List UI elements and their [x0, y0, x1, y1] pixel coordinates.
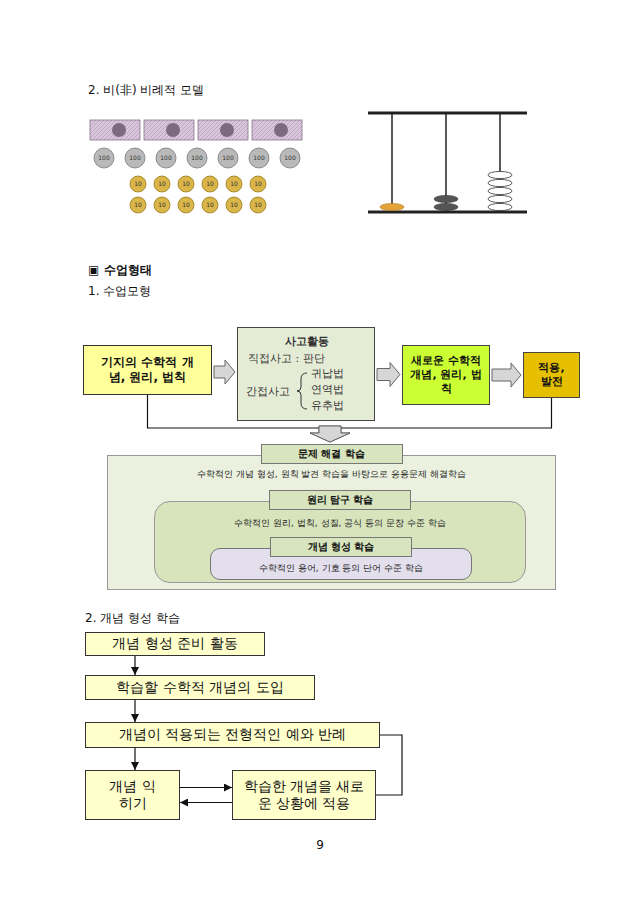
thinking-box: 사고활동직접사고 : 판단간접사고 귀납법연역법유추법: [237, 327, 375, 421]
section-heading: ▣ 수업형태: [88, 262, 152, 279]
process-box: 개념 익히기: [85, 770, 180, 820]
learning-panel: 개념 형성 학습수학적인 용어, 기호 등의 단어 수준 학습원리 탐구 학습수…: [154, 501, 526, 583]
coin-value: 100: [247, 154, 271, 162]
connector: [135, 748, 136, 770]
coin-value: 10: [126, 201, 150, 209]
abacus-disc: [488, 203, 512, 210]
panel-heading: 원리 탐구 학습: [269, 490, 411, 510]
box-text: 적용, 발전: [532, 361, 571, 389]
block-arrow: [310, 426, 350, 442]
panel-body: 수학적인 개념 형성, 원칙 발견 학습을 바탕으로 응용문제 해결학습: [108, 469, 555, 480]
box-text: 새로운 수학적 개념, 원리, 법칙: [407, 354, 485, 395]
banknotes: [90, 120, 302, 140]
connector-line: [134, 656, 135, 675]
process-box: 학습할 수학적 개념의 도입: [85, 675, 315, 700]
abacus-disc: [488, 171, 512, 178]
brace-line: [297, 373, 307, 409]
block-arrow: [377, 363, 400, 387]
abacus-disc: [434, 195, 458, 202]
box-text: 기지의 수학적 개념, 원리, 법칙: [98, 355, 197, 385]
section-heading: 2. 개념 형성 학습: [85, 610, 180, 627]
abacus-disc: [488, 195, 512, 202]
block-arrow: [214, 360, 235, 384]
page-number: 9: [300, 838, 340, 852]
process-box: 학습한 개념을 새로운 상황에 적용: [232, 770, 376, 820]
panel-body: 수학적인 원리, 법칙, 성질, 공식 등의 문장 수준 학습: [155, 518, 525, 529]
thinking-item: 귀납법: [311, 367, 344, 381]
box-text: 개념 익히기: [106, 778, 159, 813]
connector: [180, 802, 232, 803]
section-heading: 1. 수업모형: [88, 283, 151, 300]
coin-value: 10: [174, 180, 198, 188]
abacus-disc: [488, 187, 512, 194]
banknote: [144, 120, 194, 140]
abacus: [368, 113, 527, 212]
box-text: 개념이 적용되는 전형적인 예와 반례: [119, 726, 347, 744]
connector: [135, 656, 136, 675]
process-box: 적용, 발전: [523, 352, 580, 398]
panel-heading: 문제 해결 학습: [261, 444, 403, 464]
coin-value: 10: [198, 201, 222, 209]
coin-value: 100: [154, 154, 178, 162]
connector: [135, 700, 136, 722]
banknote: [198, 120, 248, 140]
coin-value: 100: [185, 154, 209, 162]
box-text: 학습할 수학적 개념의 도입: [116, 679, 283, 697]
banknote: [252, 120, 302, 140]
learning-panel: 개념 형성 학습수학적인 용어, 기호 등의 단어 수준 학습: [210, 548, 472, 580]
thinking-item: 연역법: [311, 383, 344, 397]
abacus-disc: [488, 179, 512, 186]
coin-value: 10: [150, 201, 174, 209]
coin-value: 100: [278, 154, 302, 162]
box-text: 학습한 개념을 새로운 상황에 적용: [241, 778, 367, 813]
process-box: 개념이 적용되는 전형적인 예와 반례: [85, 722, 380, 748]
connector-line: [180, 787, 232, 788]
connector: [180, 787, 232, 788]
thinking-item: 간접사고: [246, 385, 290, 399]
section-heading: 2. 비(非) 비례적 모델: [88, 82, 204, 99]
block-arrow: [492, 363, 521, 387]
coin-value: 100: [92, 154, 116, 162]
thinking-item: 직접사고 : 판단: [248, 352, 325, 366]
coins: [94, 148, 300, 213]
box-heading: 사고활동: [238, 335, 376, 349]
abacus-disc: [434, 203, 458, 210]
box-text: 개념 형성 준비 활동: [112, 635, 237, 653]
abacus-bar: [368, 211, 527, 214]
abacus-rod: [391, 113, 393, 211]
coin-value: 100: [216, 154, 240, 162]
process-box: 기지의 수학적 개념, 원리, 법칙: [83, 345, 212, 395]
connector-line: [180, 802, 232, 803]
connector-line: [134, 748, 135, 770]
banknote-portrait: [166, 123, 180, 137]
process-box: 개념 형성 준비 활동: [85, 632, 265, 656]
banknote-portrait: [274, 123, 288, 137]
banknote-portrait: [112, 123, 126, 137]
thinking-item: 유추법: [311, 399, 344, 413]
coin-value: 10: [246, 201, 270, 209]
abacus-disc: [380, 203, 404, 210]
panel-heading: 개념 형성 학습: [270, 537, 412, 557]
connector: [492, 363, 521, 387]
banknote-portrait: [220, 123, 234, 137]
coin-value: 10: [174, 201, 198, 209]
coin-value: 10: [198, 180, 222, 188]
coin-value: 10: [126, 180, 150, 188]
banknote: [90, 120, 140, 140]
process-box: 새로운 수학적 개념, 원리, 법칙: [402, 345, 490, 405]
connector: [377, 363, 400, 387]
coin-value: 10: [222, 180, 246, 188]
learning-panel: 개념 형성 학습수학적인 용어, 기호 등의 단어 수준 학습원리 탐구 학습수…: [107, 455, 556, 590]
connector: [214, 360, 235, 384]
panel-body: 수학적인 용어, 기호 등의 단어 수준 학습: [211, 563, 471, 574]
coin-value: 100: [123, 154, 147, 162]
coin-value: 10: [150, 180, 174, 188]
coin-value: 10: [222, 201, 246, 209]
connector-line: [134, 700, 135, 722]
coin-value: 10: [246, 180, 270, 188]
